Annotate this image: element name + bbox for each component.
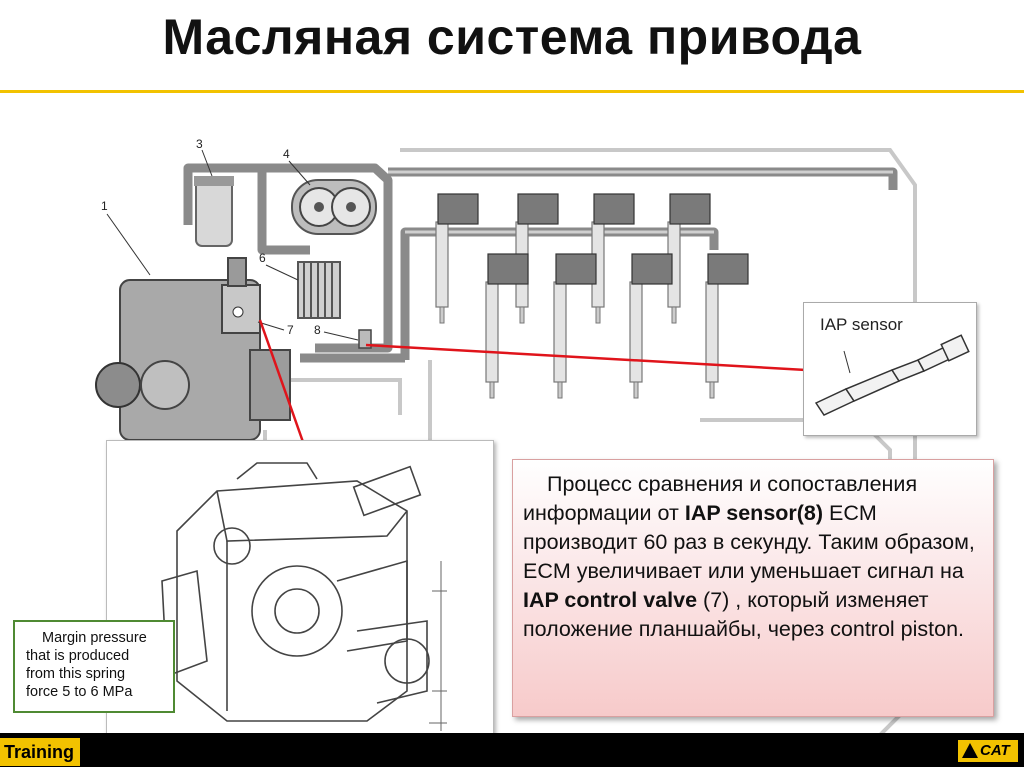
injector [485,253,529,399]
callout-8: 8 [314,323,321,337]
footer-bar [0,733,1024,767]
margin-note-line-4: force 5 to 6 MPa [26,684,133,700]
margin-note-line-3: from this spring [26,666,126,682]
explanation-box: Процесс сравнения и сопоставления информ… [512,459,994,717]
callout-4: 4 [283,147,290,161]
iap-sensor-inset: IAP sensor [803,302,977,436]
injector [667,193,711,324]
injector [591,193,635,324]
pump-detail-drawing [161,462,447,731]
callout-7: 7 [287,323,294,337]
callout-labels: 1 3 4 6 7 8 [101,137,321,337]
cat-logo: CAT [958,740,1018,762]
iap-sensor-label: IAP sensor [820,315,903,334]
margin-note-line-2: that is produced [26,648,130,664]
slide-title: Масляная система привода [162,9,862,65]
training-label: Training [0,738,80,766]
oil-cooler [297,261,341,319]
title-divider [0,90,1024,93]
cat-logo-text: CAT [980,742,1010,759]
injectors [435,193,749,399]
explanation-bold-iap-sensor: IAP sensor(8) [684,501,824,525]
injector [629,253,673,399]
oil-line-highlights [388,170,893,234]
iap-sensor-small [358,329,372,349]
margin-pressure-note: Margin pressure that is produced from th… [13,620,175,713]
injector [705,253,749,399]
injector [553,253,597,399]
explanation-part-3: (7) , который изменяет положение планшай… [523,588,965,641]
injector [435,193,479,324]
explanation-bold-iap-valve: IAP control valve [523,588,698,612]
explanation-part-2: ECM производит 60 раз в секунду. Таким о… [523,501,975,583]
callout-1: 1 [101,199,108,213]
explanation-part-1: Процесс сравнения и сопоставления информ… [523,472,918,525]
gear-pump [291,179,377,235]
callout-6: 6 [259,251,266,265]
iap-sensor-drawing [814,334,970,416]
hydraulic-pump [95,257,291,441]
oil-filter [194,176,234,247]
callout-3: 3 [196,137,203,151]
oil-system-diagram: 1 3 4 6 7 8 [95,137,917,735]
explanation-text: Процесс сравнения и сопоставления информ… [523,470,979,644]
margin-note-line-1: Margin pressure [42,630,147,646]
